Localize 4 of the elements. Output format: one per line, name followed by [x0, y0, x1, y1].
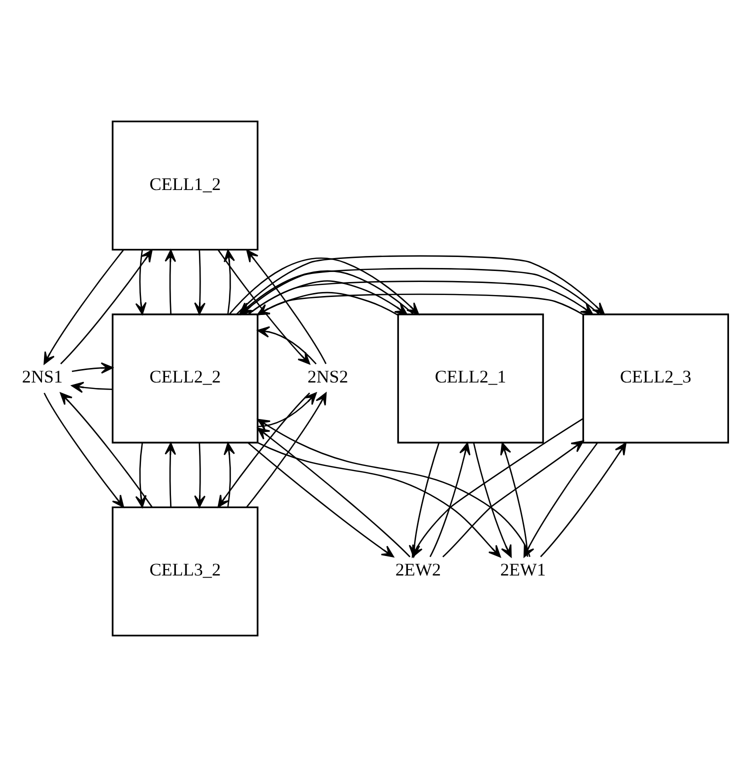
node-text: 2EW1 — [500, 560, 546, 580]
node-text: 2NS2 — [308, 366, 348, 387]
node-text: 2EW2 — [395, 560, 441, 580]
node-text: 2NS1 — [22, 366, 63, 387]
